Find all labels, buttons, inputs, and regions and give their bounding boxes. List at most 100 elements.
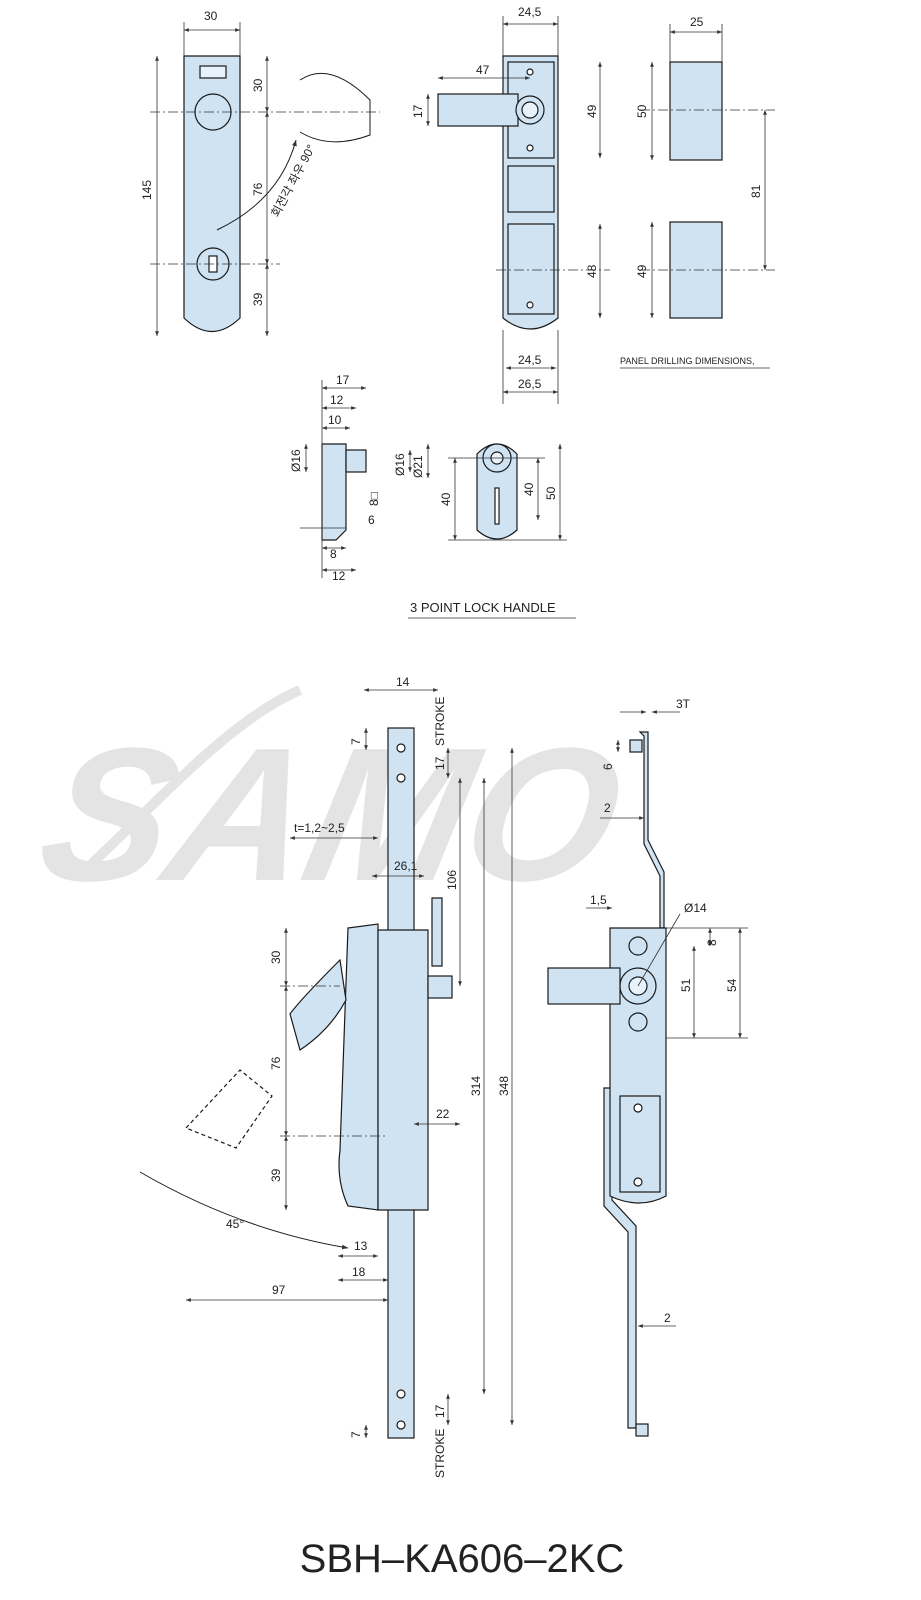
dim-small-40a: 40 bbox=[439, 492, 453, 506]
side-view bbox=[437, 55, 559, 330]
dim-rod-106: 106 bbox=[445, 870, 459, 890]
dim-side-upper: 49 bbox=[585, 104, 599, 118]
right-dimension-lines bbox=[586, 710, 748, 1328]
dim-rod-39: 39 bbox=[269, 1168, 283, 1182]
caption-panel-drilling: PANEL DRILLING DIMENSIONS, bbox=[620, 356, 755, 366]
dim-right-2a: 2 bbox=[604, 801, 611, 815]
dim-small-50: 50 bbox=[544, 486, 558, 500]
drill-upper-cutout bbox=[669, 61, 723, 161]
drill-dimension-lines bbox=[620, 24, 775, 369]
dim-side-arm: 47 bbox=[476, 63, 490, 77]
dim-rod-18: 18 bbox=[352, 1265, 366, 1279]
dim-small-d16b: Ø16 bbox=[393, 453, 407, 476]
caption-lock-handle: 3 POINT LOCK HANDLE bbox=[410, 600, 556, 615]
dim-right-15: 1,5 bbox=[590, 893, 607, 907]
dim-rod-thickness: t=1,2~2,5 bbox=[294, 821, 345, 835]
dim-drill-upper: 50 bbox=[635, 104, 649, 118]
detail-bracket bbox=[321, 443, 347, 541]
rod-housing bbox=[377, 929, 429, 1211]
front-view bbox=[183, 55, 371, 332]
rod-assembly bbox=[139, 727, 453, 1439]
right-rod-view bbox=[547, 731, 667, 1437]
front-label-plate bbox=[199, 65, 227, 79]
dim-right-51: 51 bbox=[679, 978, 693, 992]
detail-side-view bbox=[321, 443, 367, 541]
dim-right-6: 6 bbox=[601, 763, 615, 770]
detail-shaft bbox=[345, 449, 367, 473]
detail-front-dims bbox=[448, 444, 567, 541]
rod-handle-body bbox=[338, 923, 379, 1211]
dim-rod-97: 97 bbox=[272, 1283, 286, 1297]
rod-hole-2 bbox=[396, 773, 406, 783]
dim-front-total: 145 bbox=[140, 180, 154, 200]
dim-small-d21: Ø21 bbox=[411, 455, 425, 478]
dim-front-mid: 76 bbox=[251, 182, 265, 196]
detail-side-dims bbox=[300, 380, 430, 578]
right-screw-1 bbox=[633, 1103, 643, 1113]
side-dimension-lines bbox=[426, 16, 610, 404]
side-screw-bottom bbox=[526, 301, 534, 309]
watermark-swoosh bbox=[81, 685, 302, 874]
side-lever-arm bbox=[437, 93, 519, 127]
dim-rod-13: 13 bbox=[354, 1239, 368, 1253]
rod-lever-open bbox=[289, 958, 347, 1051]
right-rod-tab-top bbox=[629, 739, 643, 753]
rod-hole-3 bbox=[396, 1389, 406, 1399]
side-screw-mid bbox=[526, 144, 534, 152]
dim-right-54: 54 bbox=[725, 978, 739, 992]
dim-drill-span: 81 bbox=[749, 184, 763, 198]
rod-hole-4 bbox=[396, 1420, 406, 1430]
detail-front-view bbox=[476, 443, 518, 540]
dim-small-10: 10 bbox=[328, 413, 342, 427]
rod-angle-arc bbox=[139, 1171, 349, 1250]
front-dimension-lines bbox=[150, 22, 380, 336]
dim-small-40b: 40 bbox=[522, 482, 536, 496]
stroke-top: STROKE bbox=[433, 697, 447, 746]
dim-right-3t: 3T bbox=[676, 697, 691, 711]
dim-front-width: 30 bbox=[204, 9, 218, 23]
dim-rod-30: 30 bbox=[269, 950, 283, 964]
dim-small-17: 17 bbox=[336, 373, 350, 387]
dim-drill-width: 25 bbox=[690, 15, 704, 29]
side-lower-plate bbox=[507, 223, 555, 315]
dim-small-8sq: 8□ bbox=[367, 492, 381, 506]
dim-small-d16a: Ø16 bbox=[289, 449, 303, 472]
right-boss-top bbox=[628, 936, 648, 956]
side-screw-top bbox=[526, 68, 534, 76]
dim-right-2b: 2 bbox=[664, 1311, 671, 1325]
right-screw-2 bbox=[633, 1177, 643, 1187]
dim-small-8: 8 bbox=[330, 547, 337, 561]
panel-drilling bbox=[669, 61, 723, 319]
dim-rod-angle: 45° bbox=[226, 1217, 244, 1231]
right-rod-tab-bottom bbox=[635, 1423, 649, 1437]
dim-right-8: 8 bbox=[705, 939, 719, 946]
dim-small-12b: 12 bbox=[332, 569, 346, 583]
rod-lever-ghost bbox=[184, 1069, 273, 1149]
dim-rod-22: 22 bbox=[436, 1107, 450, 1121]
rod-cam-nut bbox=[427, 975, 453, 999]
watermark-text: SAMO bbox=[24, 708, 639, 921]
dim-rod-348: 348 bbox=[497, 1076, 511, 1096]
dim-drill-lower: 49 bbox=[635, 264, 649, 278]
front-rotation-arc bbox=[299, 72, 371, 143]
dim-rod-7bot: 7 bbox=[349, 1431, 363, 1438]
dim-side-bot-width2: 26,5 bbox=[518, 377, 542, 391]
right-lever bbox=[547, 967, 621, 1005]
model-number: SBH–KA606–2KC bbox=[300, 1537, 625, 1581]
detail-front-slot bbox=[494, 487, 500, 525]
dim-rod-7top: 7 bbox=[349, 738, 363, 745]
dim-rod-314: 314 bbox=[469, 1076, 483, 1096]
dim-rod-17bot: 17 bbox=[433, 1404, 447, 1418]
rod-hole-1 bbox=[396, 743, 406, 753]
dim-side-lower: 48 bbox=[585, 264, 599, 278]
rod-cam-arm bbox=[431, 897, 443, 967]
dim-front-bottom: 39 bbox=[251, 292, 265, 306]
right-boss-bottom bbox=[628, 1012, 648, 1032]
dim-rod-17top: 17 bbox=[433, 756, 447, 770]
side-mid-plate bbox=[507, 165, 555, 213]
dim-side-top-width: 24,5 bbox=[518, 5, 542, 19]
dim-small-12a: 12 bbox=[330, 393, 344, 407]
dim-front-top: 30 bbox=[251, 78, 265, 92]
dim-side-arm-h: 17 bbox=[411, 104, 425, 118]
